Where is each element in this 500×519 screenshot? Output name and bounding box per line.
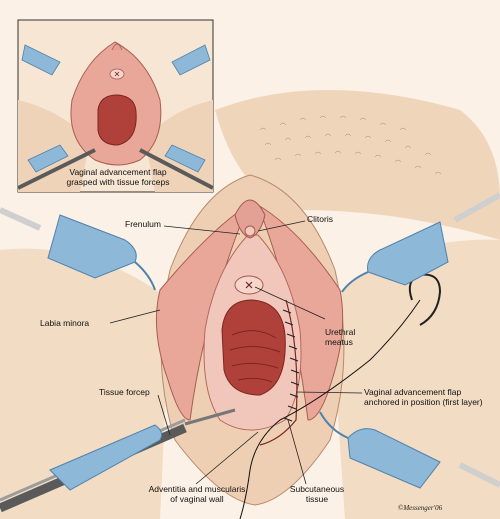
label-urethral-meatus-line2: meatus	[325, 337, 353, 347]
vaginal-lumen	[221, 299, 286, 396]
label-adventitia-line2: of vaginal wall	[170, 494, 224, 504]
label-subcutaneous-line2: tissue	[305, 494, 329, 504]
retractor-top-left	[0, 207, 156, 291]
inset-panel	[17, 19, 214, 193]
suture-needle	[408, 273, 442, 326]
label-frenulum: Frenulum	[125, 219, 161, 229]
label-flap-anchored-line1: Vaginal advancement flap	[364, 387, 462, 397]
inset-caption-line2: grasped with tissue forceps	[66, 177, 170, 187]
label-flap-anchored: Vaginal advancement flap anchored in pos…	[364, 387, 483, 407]
pubic-hair	[259, 115, 442, 175]
label-clitoris: Clitoris	[307, 214, 333, 224]
label-labia-minora: Labia minora	[40, 318, 90, 328]
label-tissue-forcep: Tissue forcep	[99, 387, 150, 397]
inset-caption-line1: Vaginal advancement flap	[69, 167, 167, 177]
tissue-forcep-main	[0, 408, 236, 513]
label-subcutaneous: Subcutaneous tissue	[282, 484, 352, 504]
suture-thread	[239, 299, 421, 519]
label-urethral-meatus: Urethral meatus	[325, 327, 355, 347]
vaginal-rugae	[229, 330, 281, 383]
flap-anchored	[259, 299, 298, 446]
label-flap-anchored-line2: anchored in position (first layer)	[364, 397, 483, 407]
label-urethral-meatus-line1: Urethral	[325, 327, 356, 337]
clitoris-glans	[244, 225, 256, 237]
inset-caption: Vaginal advancement flap grasped with ti…	[58, 167, 178, 187]
artist-signature: ©Messenger'06	[398, 504, 443, 512]
leader-lines	[109, 220, 363, 485]
suture-stitches	[282, 309, 300, 422]
urethral-opening	[245, 281, 253, 289]
label-adventitia: Adventitia and muscularis of vaginal wal…	[138, 484, 256, 504]
label-subcutaneous-line1: Subcutaneous	[289, 484, 345, 494]
retractor-bottom-right	[319, 411, 500, 489]
label-adventitia-line1: Adventitia and muscularis	[148, 484, 246, 494]
retractor-top-right	[341, 192, 500, 293]
